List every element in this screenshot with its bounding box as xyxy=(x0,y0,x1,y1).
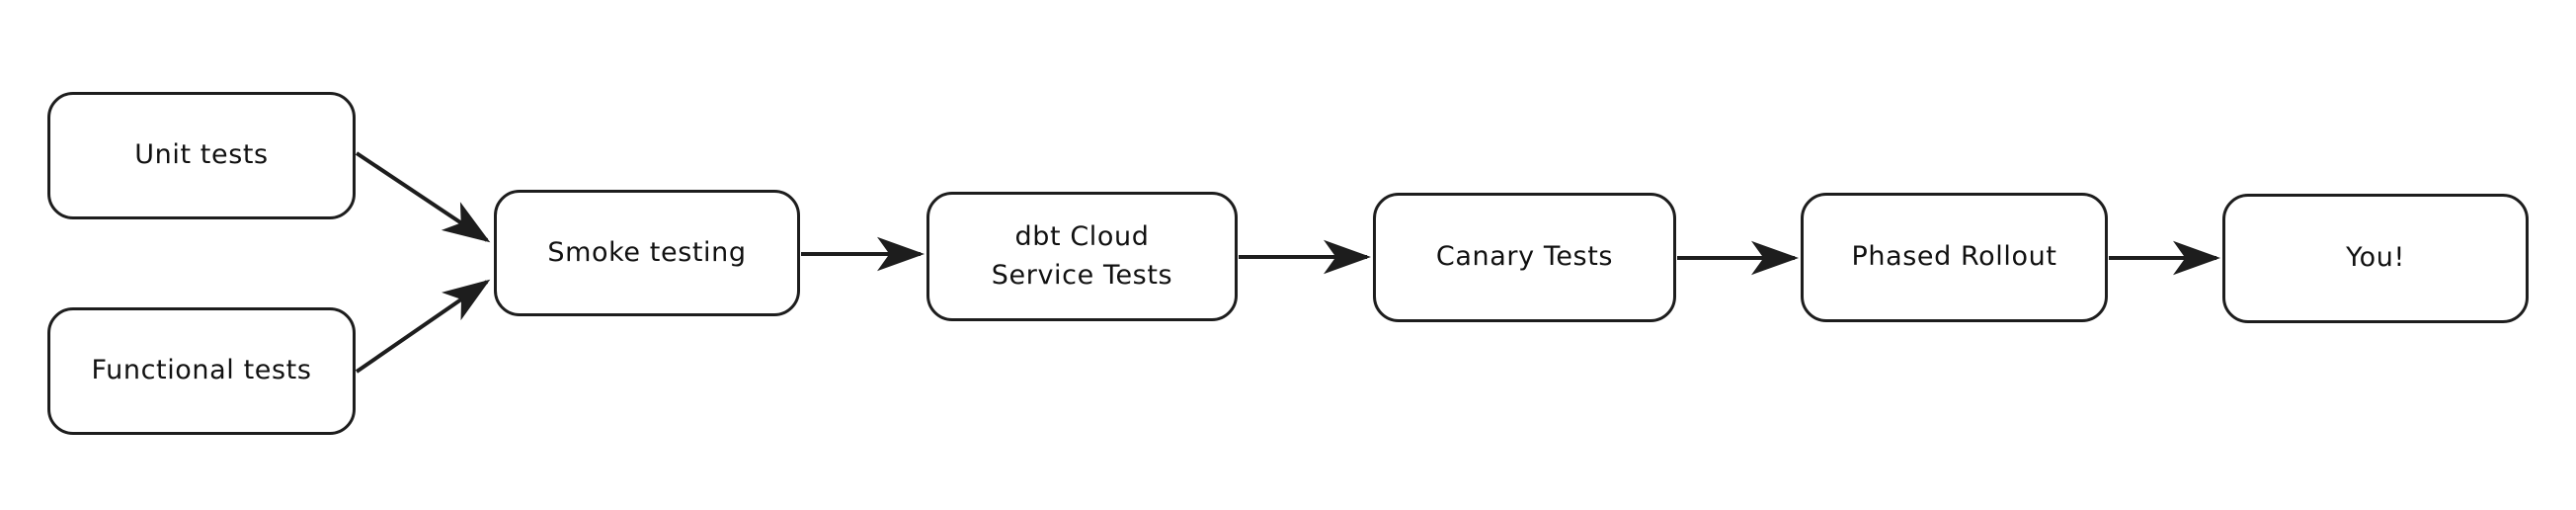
node-label-unit-tests: Unit tests xyxy=(134,139,269,171)
node-functional-tests[interactable]: Functional tests xyxy=(47,307,356,435)
node-label-canary-tests: Canary Tests xyxy=(1435,241,1614,273)
node-label-functional-tests: Functional tests xyxy=(91,355,312,386)
edge-unit-to-smoke xyxy=(355,151,491,243)
node-phased-rollout[interactable]: Phased Rollout xyxy=(1801,193,2108,322)
node-unit-tests[interactable]: Unit tests xyxy=(47,92,356,219)
node-dbt-cloud-service-tests[interactable]: dbt Cloud Service Tests xyxy=(926,192,1238,321)
node-label-dbt-cloud-service-tests: dbt Cloud Service Tests xyxy=(991,221,1173,291)
node-canary-tests[interactable]: Canary Tests xyxy=(1373,193,1676,322)
node-you[interactable]: You! xyxy=(2222,194,2529,323)
node-label-smoke-testing: Smoke testing xyxy=(547,236,747,268)
node-label-you: You! xyxy=(2346,242,2405,274)
node-smoke-testing[interactable]: Smoke testing xyxy=(494,190,800,316)
edge-functional-to-smoke xyxy=(355,279,491,374)
node-label-phased-rollout: Phased Rollout xyxy=(1851,241,2057,273)
